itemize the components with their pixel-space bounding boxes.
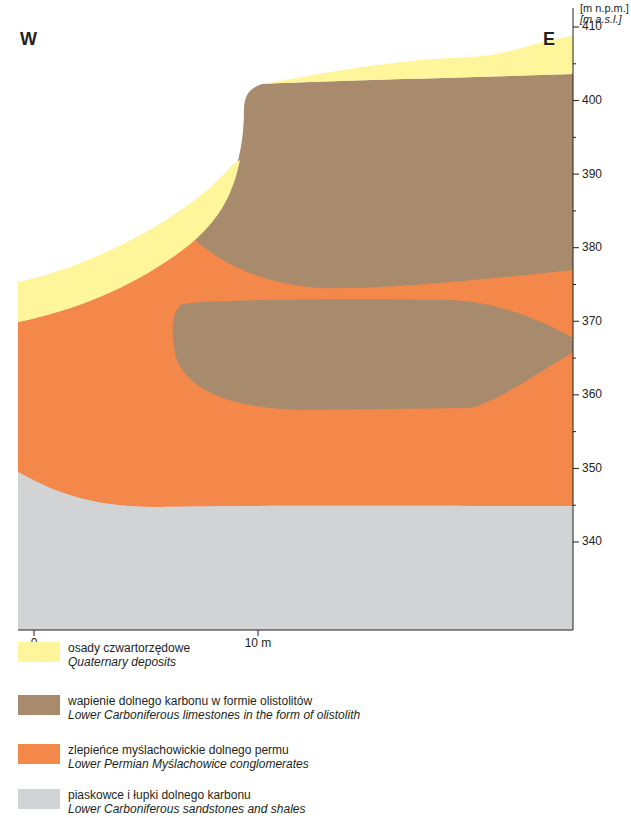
axis-tick <box>573 27 579 28</box>
quaternary-deposits <box>262 36 573 84</box>
legend-swatch <box>18 642 60 662</box>
elevation-value: 410 <box>582 20 602 33</box>
olistolith <box>195 74 573 288</box>
legend-translation: Lower Permian Myślachowice conglomerates <box>68 758 309 771</box>
axis-tick <box>573 284 576 285</box>
legend-swatch <box>18 695 60 715</box>
legend-translation: Lower Carboniferous limestones in the fo… <box>68 709 360 722</box>
axis-tick <box>573 63 576 64</box>
axis-tick <box>573 505 576 506</box>
elevation-value: 390 <box>582 168 602 181</box>
legend-swatch <box>18 744 60 764</box>
direction-label: E <box>543 30 555 50</box>
scale-tick <box>258 630 259 636</box>
axis-tick <box>573 137 576 138</box>
elevation-value: 400 <box>582 94 602 107</box>
legend-text: osady czwartorzędowe <box>68 642 190 655</box>
axis-tick <box>573 394 579 395</box>
elevation-value: 350 <box>582 462 602 475</box>
axis-tick <box>573 321 579 322</box>
axis-tick <box>573 358 576 359</box>
legend-translation: Lower Carboniferous sandstones and shale… <box>68 803 305 816</box>
direction-label: W <box>20 30 37 50</box>
legend-translation: Quaternary deposits <box>68 656 176 669</box>
elevation-axis <box>573 8 574 630</box>
quaternary-deposits <box>18 160 240 322</box>
unit-label: [m n.p.m.] <box>580 2 629 14</box>
axis-tick <box>573 431 576 432</box>
axis-tick <box>573 210 576 211</box>
axis-tick <box>573 468 579 469</box>
elevation-value: 340 <box>582 535 602 548</box>
scale-tick <box>34 630 35 636</box>
legend-text: wapienie dolnego karbonu w formie olisto… <box>68 695 312 708</box>
scale-value: 10 m <box>245 637 272 650</box>
olistolith <box>173 299 573 410</box>
axis-tick <box>573 247 579 248</box>
sandstone-layer <box>18 472 573 630</box>
section-base <box>18 630 573 631</box>
axis-tick <box>573 174 579 175</box>
legend-text: piaskowce i łupki dolnego karbonu <box>68 789 251 802</box>
elevation-value: 360 <box>582 388 602 401</box>
axis-ticks <box>573 27 579 542</box>
elevation-value: 370 <box>582 315 602 328</box>
axis-tick <box>573 100 579 101</box>
legend-text: zlepieńce myślachowickie dolnego permu <box>68 744 289 757</box>
axis-tick <box>573 541 579 542</box>
elevation-value: 380 <box>582 241 602 254</box>
legend-swatch <box>18 789 60 809</box>
